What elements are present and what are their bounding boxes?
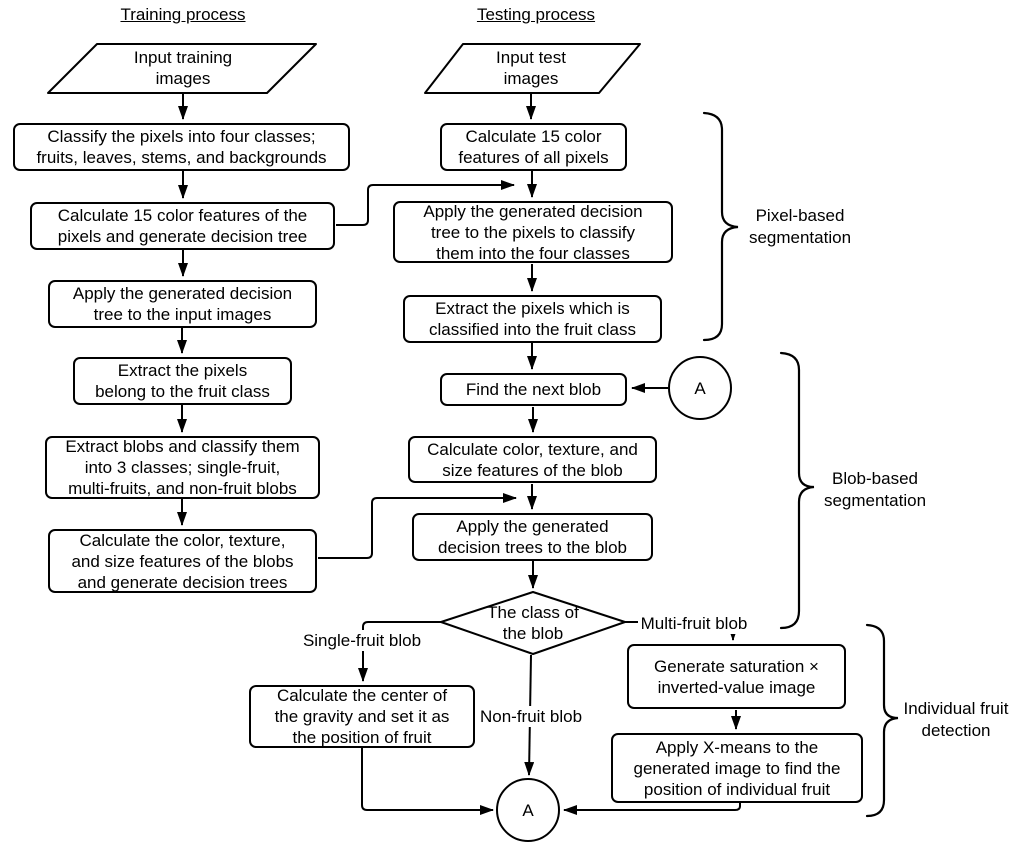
class-of-blob-decision: The class of the blob (487, 603, 579, 643)
individual-fruit-detection-label: Individual fruit detection (903, 699, 1009, 740)
input-test-parallelogram (424, 43, 641, 94)
calc-center-gravity-node: Calculate the center of the gravity and … (249, 685, 475, 748)
input-training-parallelogram (47, 43, 317, 94)
multi-fruit-blob-label: Multi-fruit blob (638, 613, 750, 634)
brace-blob-based (779, 351, 815, 630)
generate-saturation-node: Generate saturation × inverted-value ima… (627, 644, 846, 709)
connector-a-circle-top (668, 356, 732, 420)
input-test-images-node: Input test images (496, 48, 566, 88)
classify-pixels-node: Classify the pixels into four classes; f… (13, 123, 350, 171)
flow-arrows (177, 94, 741, 815)
arrow-train-tree-to-test (336, 180, 515, 226)
arrow-calccenter-to-a (361, 748, 494, 815)
pixel-based-segmentation-label: Pixel-based segmentation (748, 206, 852, 247)
non-fruit-blob-label: Non-fruit blob (477, 706, 585, 727)
extract-fruit-pixels-node: Extract the pixels belong to the fruit c… (73, 357, 292, 405)
find-next-blob-node: Find the next blob (440, 373, 627, 406)
input-training-images-node: Input training images (133, 48, 233, 88)
test-calc-15-features-node: Calculate 15 color features of all pixel… (440, 123, 627, 171)
arrow-xmeans-to-a (563, 803, 741, 815)
apply-trees-blob-node: Apply the generated decision trees to th… (412, 513, 653, 561)
extract-blobs-classify-node: Extract blobs and classify them into 3 c… (45, 436, 320, 499)
connector-a-top-label: A (694, 378, 706, 398)
arrow-train-trees-to-test (318, 493, 517, 559)
apply-xmeans-node: Apply X-means to the generated image to … (611, 733, 863, 803)
testing-process-title: Testing process (476, 5, 596, 24)
training-process-title: Training process (120, 5, 246, 24)
train-calc-15-features-node: Calculate 15 color features of the pixel… (30, 202, 335, 250)
brace-individual-fruit (865, 623, 899, 818)
section-braces (702, 111, 899, 818)
calc-blob-features-trees-node: Calculate the color, texture, and size f… (48, 529, 317, 593)
calc-blob-features-node: Calculate color, texture, and size featu… (408, 436, 657, 483)
connector-a-circle-bottom (496, 778, 560, 842)
extract-classified-pixels-node: Extract the pixels which is classified i… (403, 295, 662, 343)
arrow-singlefruit-to-calccenter (358, 621, 441, 682)
apply-tree-classify-node: Apply the generated decision tree to the… (393, 201, 673, 263)
single-fruit-blob-label: Single-fruit blob (300, 630, 424, 651)
blob-based-segmentation-label: Blob-based segmentation (823, 469, 927, 510)
brace-pixel-based (702, 111, 739, 342)
connector-a-bottom-label: A (522, 800, 534, 820)
apply-tree-input-images-node: Apply the generated decision tree to the… (48, 280, 317, 328)
